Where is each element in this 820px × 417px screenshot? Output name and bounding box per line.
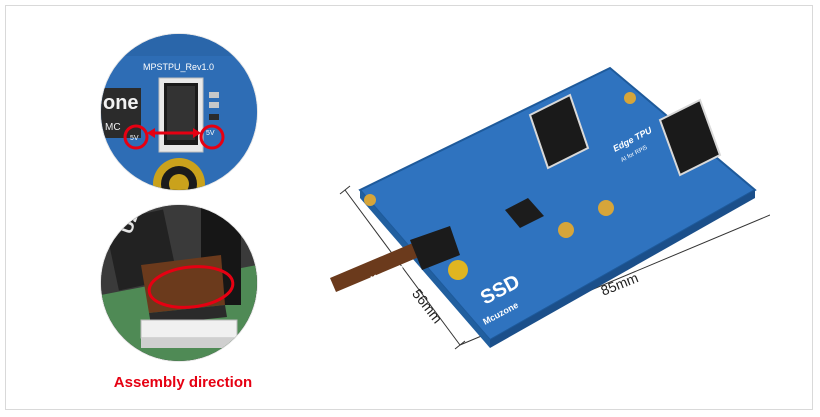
board-illustration: SSD Mcuzone Mcuzone Power up Edge TPU AI… bbox=[330, 66, 771, 350]
connector-closeup-illustration: MPSTPU_Rev1.0 one MC 5V 5V bbox=[101, 34, 257, 190]
inset-connector-closeup: MPSTPU_Rev1.0 one MC 5V 5V bbox=[101, 34, 257, 190]
brand-fragment-2: MC bbox=[105, 122, 121, 133]
inset-ribbon-assembly: UZ bbox=[101, 205, 257, 361]
board-photo: SSD Mcuzone Mcuzone Power up Edge TPU AI… bbox=[330, 40, 771, 370]
board-rev-label: MPSTPU_Rev1.0 bbox=[143, 62, 214, 72]
ribbon-highlight bbox=[147, 265, 235, 309]
ribbon-tagline: Power up bbox=[377, 281, 403, 296]
assembly-direction-caption: Assembly direction bbox=[113, 374, 253, 391]
brand-fragment: one bbox=[103, 92, 139, 114]
ribbon-assembly-illustration: UZ bbox=[101, 205, 257, 361]
pin-5v-right-label: 5V bbox=[206, 130, 215, 137]
pin-5v-left-highlight bbox=[123, 124, 149, 150]
pin-5v-right-highlight bbox=[199, 124, 225, 150]
pin-5v-left-label: 5V bbox=[130, 135, 139, 142]
height-dimension-line bbox=[344, 189, 461, 346]
